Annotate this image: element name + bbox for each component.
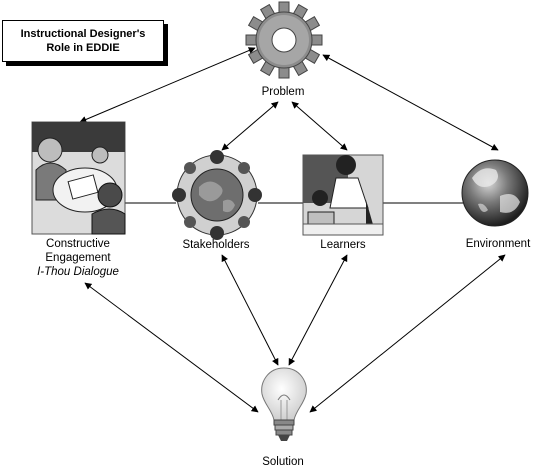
arrow-problem-constructive	[79, 47, 256, 123]
teacher-student-icon	[302, 154, 384, 236]
constructive-line-3: I-Thou Dialogue	[37, 266, 119, 278]
lightbulb-icon	[261, 367, 307, 441]
arrow-constructive-solution	[84, 282, 259, 413]
constructive-line-2: Engagement	[45, 252, 111, 264]
constructive-engagement-label: Constructive Engagement I-Thou Dialogue	[28, 237, 128, 279]
earth-icon	[461, 159, 529, 227]
constructive-line-1: Constructive	[46, 238, 110, 250]
arrow-problem-environment	[322, 54, 499, 151]
diagram-title-box: Instructional Designer's Role in EDDIE	[2, 20, 164, 62]
meeting-people-icon	[31, 121, 126, 235]
problem-label: Problem	[261, 86, 305, 98]
arrow-learners-solution	[288, 254, 348, 366]
title-line-1: Instructional Designer's	[20, 28, 146, 40]
learners-label: Learners	[320, 239, 366, 251]
arrow-stakeholders-solution	[221, 254, 279, 366]
environment-label: Environment	[465, 238, 531, 250]
arrow-problem-learners	[291, 101, 348, 151]
gear-icon	[245, 1, 323, 79]
arrows	[79, 47, 506, 413]
people-around-globe-icon	[172, 150, 262, 240]
arrow-problem-stakeholders	[221, 101, 279, 151]
stakeholders-label: Stakeholders	[182, 239, 250, 251]
solution-label: Solution	[262, 456, 304, 468]
arrow-environment-solution	[309, 254, 506, 413]
title-line-2: Role in EDDIE	[46, 42, 120, 54]
